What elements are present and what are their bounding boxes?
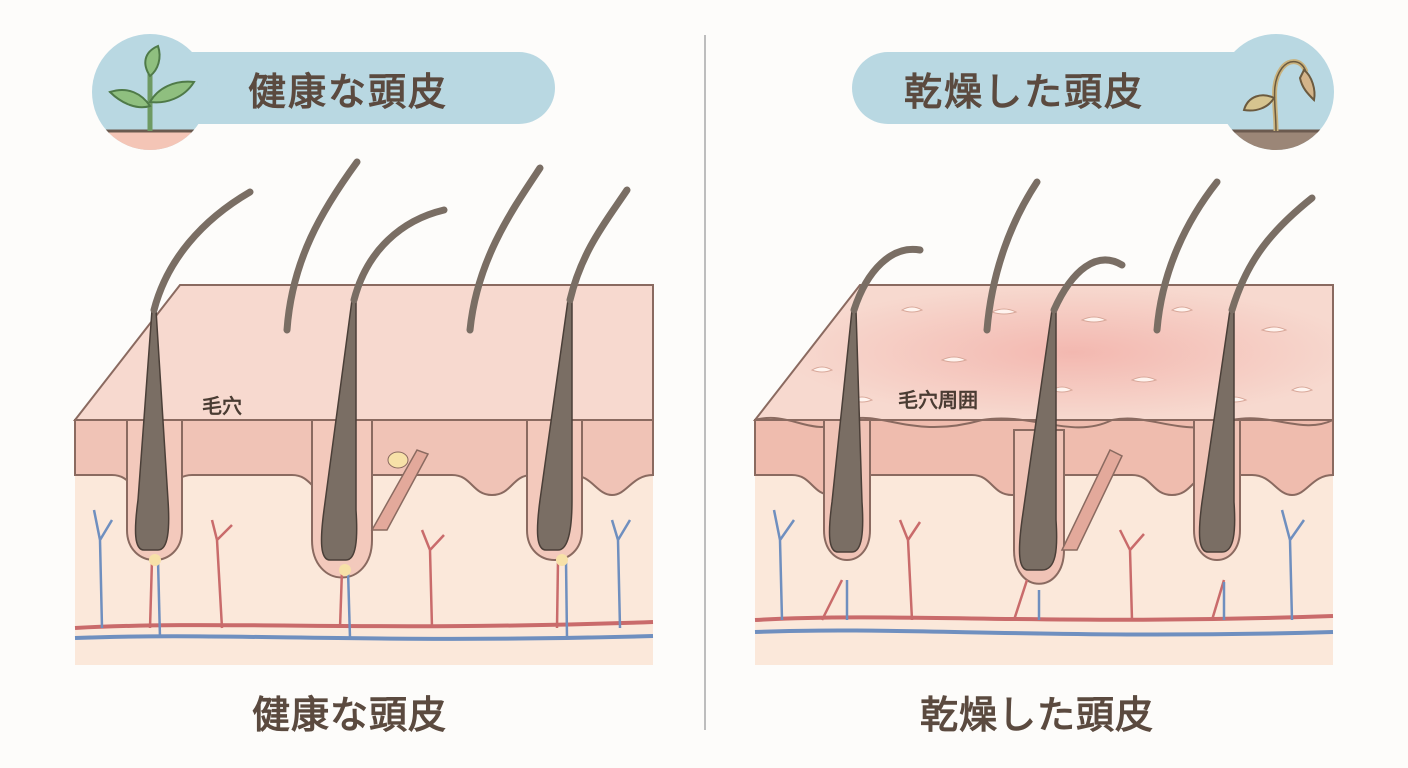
center-divider: [704, 35, 706, 730]
healthy-caption: 健康な頭皮: [252, 693, 448, 737]
dry-scalp-illustration: 毛穴周囲: [752, 150, 1352, 670]
pore-surroundings-label: 毛穴周囲: [898, 388, 978, 412]
healthy-header-title: 健康な頭皮: [248, 69, 449, 114]
pore-label: 毛穴: [202, 394, 242, 418]
healthy-header-pill: 健康な頭皮: [150, 52, 555, 124]
healthy-sprout-icon: [92, 34, 208, 150]
wilted-plant-icon: [1218, 34, 1334, 150]
dry-header-title: 乾燥した頭皮: [904, 69, 1145, 114]
healthy-scalp-illustration: 毛穴: [72, 150, 672, 670]
dry-header-pill: 乾燥した頭皮: [852, 52, 1272, 124]
dry-caption: 乾燥した頭皮: [920, 693, 1155, 737]
